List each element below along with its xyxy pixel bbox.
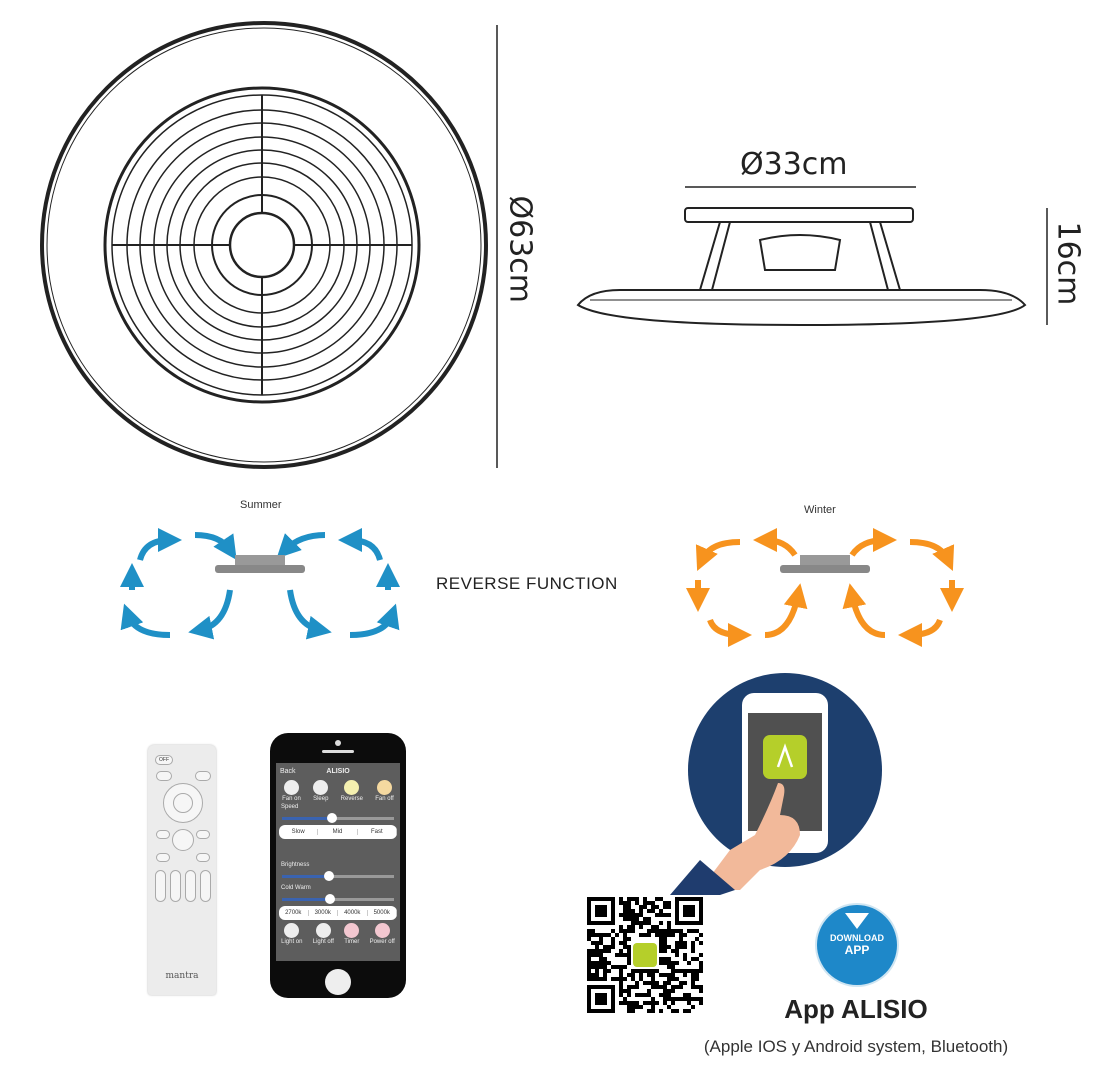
qr-app-logo xyxy=(633,943,657,967)
outer-diameter-label: Ø63cm xyxy=(502,195,538,304)
fan-silhouette xyxy=(215,565,305,573)
cct-slider[interactable] xyxy=(282,894,394,904)
remote-fan-button[interactable] xyxy=(172,829,194,851)
cct-options: 2700k 3000k 4000k 5000k xyxy=(279,906,397,920)
remote-fan-reverse-button[interactable] xyxy=(196,830,210,839)
sleep-button[interactable]: Sleep xyxy=(313,780,328,802)
app-screen: Back ALISIO Fan on Sleep Reverse Fan off… xyxy=(276,763,400,961)
fan-on-button[interactable]: Fan on xyxy=(282,780,301,802)
reverse-icon xyxy=(344,780,360,795)
remote-mode-button[interactable] xyxy=(195,771,211,781)
power-off-button[interactable]: Power off xyxy=(370,923,395,945)
remote-off-button[interactable]: OFF xyxy=(155,755,173,765)
download-app-badge[interactable]: DOWNLOAD APP xyxy=(817,905,897,985)
remote-control: OFF mantra xyxy=(148,745,216,995)
fan-off-button[interactable]: Fan off xyxy=(375,780,394,802)
fan-top-view xyxy=(40,21,488,469)
remote-brand-logo: mantra xyxy=(165,971,199,981)
remote-scene-button[interactable] xyxy=(170,870,181,902)
remote-fan-mode-button[interactable] xyxy=(156,830,170,839)
bulb-icon xyxy=(284,923,300,938)
speed-mid-button[interactable]: Mid xyxy=(318,829,358,835)
back-button[interactable]: Back xyxy=(280,768,296,775)
winter-label: Winter xyxy=(804,504,836,516)
qr-code xyxy=(587,897,703,1013)
remote-fan-down-button[interactable] xyxy=(156,853,170,862)
speed-fast-button[interactable]: Fast xyxy=(358,829,397,835)
download-label: DOWNLOAD xyxy=(830,933,884,943)
cct-2700k-button[interactable]: 2700k xyxy=(279,910,309,916)
phone-speaker xyxy=(322,750,354,753)
hand-illustration xyxy=(700,783,800,890)
speed-label: Speed xyxy=(281,804,299,810)
remote-scene-button[interactable] xyxy=(155,870,166,902)
app-promo-illustration xyxy=(670,673,882,895)
alarm-clock-icon xyxy=(344,923,360,938)
summer-airflow-diagram xyxy=(120,528,400,640)
fan-icon xyxy=(283,780,299,795)
power-icon xyxy=(374,923,390,938)
cct-3000k-button[interactable]: 3000k xyxy=(309,910,338,916)
app-title: ALISIO xyxy=(326,768,350,775)
bulb-off-icon xyxy=(315,923,331,938)
height-label: 16cm xyxy=(1050,221,1086,306)
phone-home-button xyxy=(325,969,351,995)
light-on-button[interactable]: Light on xyxy=(281,923,302,945)
remote-fan-up-button[interactable] xyxy=(196,853,210,862)
download-arrow-icon xyxy=(845,913,869,929)
speed-options: Slow Mid Fast xyxy=(279,825,397,839)
remote-light-button[interactable] xyxy=(156,771,172,781)
app-name: App ALISIO xyxy=(784,994,928,1024)
remote-scene-button[interactable] xyxy=(185,870,196,902)
light-off-button[interactable]: Light off xyxy=(313,923,334,945)
remote-scene-button[interactable] xyxy=(200,870,211,902)
speed-slider[interactable] xyxy=(282,813,394,823)
reverse-function-title: REVERSE FUNCTION xyxy=(436,574,618,593)
brightness-slider[interactable] xyxy=(282,871,394,881)
summer-label: Summer xyxy=(240,499,282,511)
phone-camera xyxy=(335,740,341,746)
cct-5000k-button[interactable]: 5000k xyxy=(368,910,397,916)
phone-app-mockup: Back ALISIO Fan on Sleep Reverse Fan off… xyxy=(270,733,406,998)
remote-center-button[interactable] xyxy=(173,793,193,813)
speed-slow-button[interactable]: Slow xyxy=(279,829,319,835)
sleep-icon xyxy=(313,780,329,795)
fan-off-icon xyxy=(377,780,393,795)
fan-side-view xyxy=(576,207,1027,327)
app-icon xyxy=(763,735,807,779)
brightness-label: Brightness xyxy=(281,862,310,868)
winter-airflow-diagram xyxy=(686,528,964,647)
app-platforms: (Apple IOS y Android system, Bluetooth) xyxy=(703,1037,1009,1056)
fan-technical-drawing xyxy=(40,21,1048,469)
cct-label: Cold Warm xyxy=(281,885,311,891)
body-diameter-label: Ø33cm xyxy=(740,147,848,182)
fan-silhouette xyxy=(780,565,870,573)
reverse-button[interactable]: Reverse xyxy=(341,780,363,802)
timer-button[interactable]: Timer xyxy=(344,923,359,945)
cct-4000k-button[interactable]: 4000k xyxy=(338,910,368,916)
download-app-label: APP xyxy=(844,943,870,957)
